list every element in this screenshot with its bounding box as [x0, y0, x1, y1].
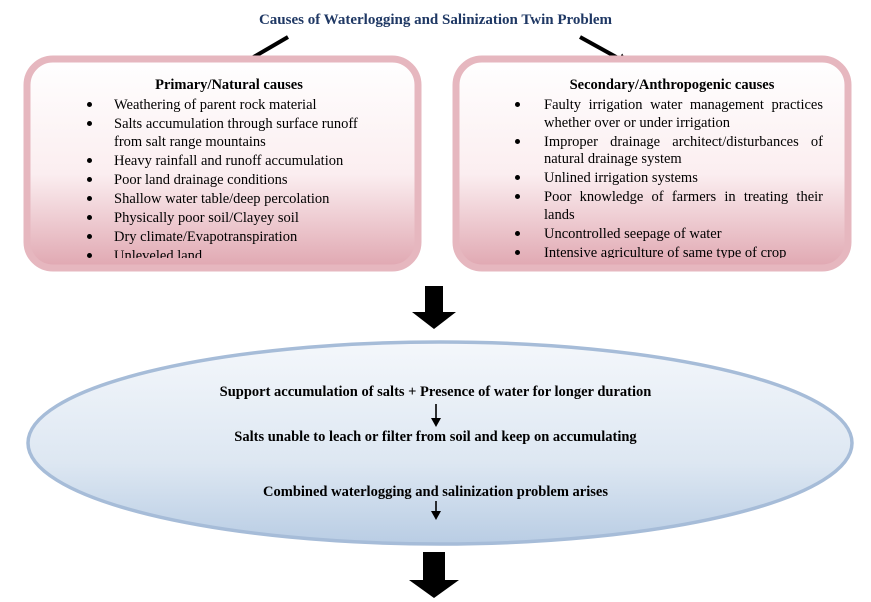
secondary-causes-box	[452, 55, 852, 272]
process-step-2: Salts unable to leach or filter from soi…	[234, 429, 637, 445]
primary-causes-list: Weathering of parent rock material Salts…	[34, 97, 410, 258]
bullet-icon	[515, 102, 520, 107]
secondary-causes-content: Secondary/Anthropogenic causes Faulty ir…	[463, 66, 841, 258]
list-item: Faulty irrigation water management pract…	[463, 97, 841, 132]
bullet-icon	[87, 195, 92, 201]
primary-causes-content: Primary/Natural causes Weathering of par…	[34, 66, 410, 258]
bullet-icon	[87, 233, 92, 239]
bullet-icon	[515, 194, 520, 199]
list-item: Salts accumulation through surface runof…	[34, 116, 410, 151]
bullet-icon	[515, 249, 520, 255]
down-arrow-large-2	[409, 552, 459, 598]
list-item: Weathering of parent rock material	[34, 97, 410, 115]
down-arrow-small-1-head	[431, 418, 441, 427]
diagram-title: Causes of Waterlogging and Salinization …	[258, 12, 613, 28]
list-item: Unleveled land	[34, 248, 410, 258]
bullet-icon	[515, 138, 520, 144]
list-item: Dry climate/Evapotranspiration	[34, 229, 410, 247]
list-item: Shallow water table/deep percolation	[34, 191, 410, 209]
list-item: Uncontrolled seepage of water	[463, 226, 841, 244]
process-step-3: Combined waterlogging and salinization p…	[263, 484, 608, 500]
bullet-icon	[87, 176, 92, 182]
secondary-causes-list: Faulty irrigation water management pract…	[463, 97, 841, 258]
process-oval	[26, 340, 854, 546]
secondary-causes-heading: Secondary/Anthropogenic causes	[569, 77, 775, 93]
list-item: Poor land drainage conditions	[34, 172, 410, 190]
primary-causes-heading: Primary/Natural causes	[155, 77, 303, 93]
bullet-icon	[87, 157, 92, 163]
down-arrow-small-2-head	[431, 511, 441, 520]
bullet-icon	[87, 214, 92, 220]
list-item: Poor knowledge of farmers in treating th…	[463, 189, 841, 224]
list-item: Intensive agriculture of same type of cr…	[463, 245, 841, 258]
list-item: Physically poor soil/Clayey soil	[34, 210, 410, 228]
down-arrow-large-1	[412, 286, 456, 329]
process-step-1: Support accumulation of salts + Presence…	[219, 384, 652, 400]
bullet-icon	[515, 230, 520, 236]
bullet-icon	[87, 252, 92, 258]
list-item: Unlined irrigation systems	[463, 170, 841, 188]
bullet-icon	[515, 175, 520, 180]
bullet-icon	[87, 121, 92, 126]
list-item: Improper drainage architect/disturbances…	[463, 134, 841, 169]
bullet-icon	[87, 102, 92, 107]
primary-causes-box	[23, 55, 422, 272]
list-item: Heavy rainfall and runoff accumulation	[34, 153, 410, 171]
